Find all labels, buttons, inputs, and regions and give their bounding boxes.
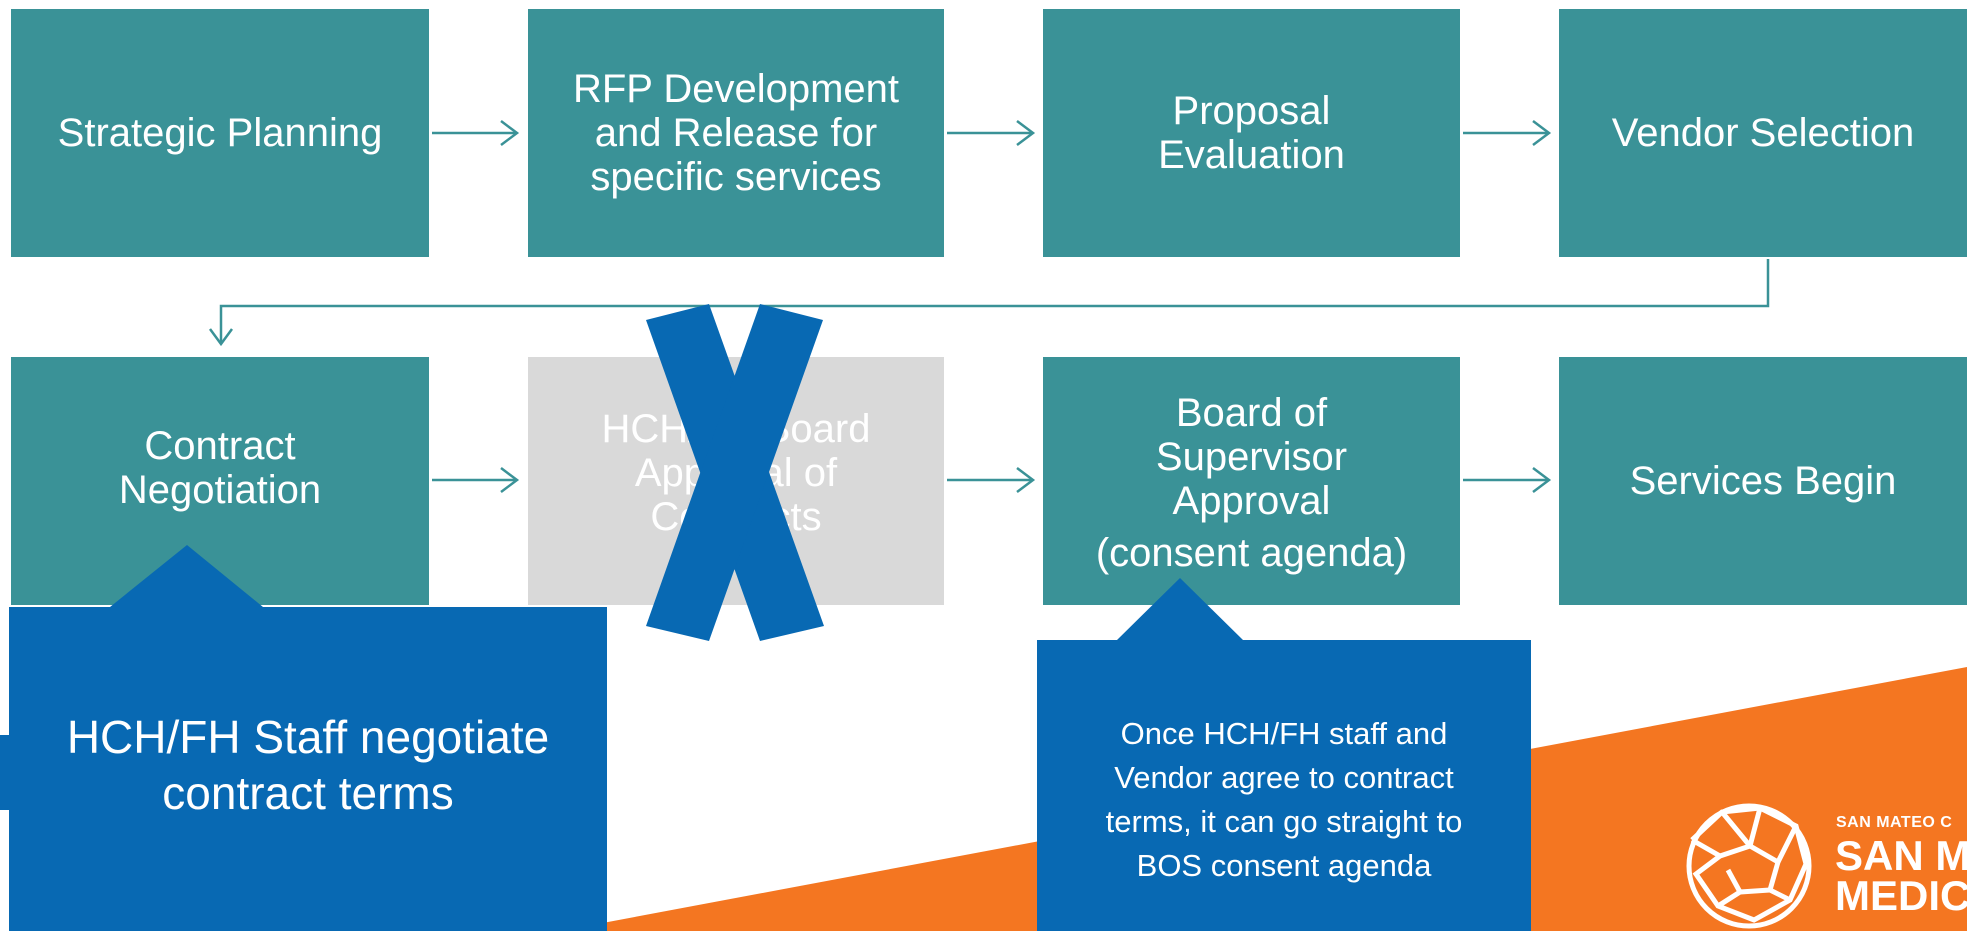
arrow-row-wrap [208, 259, 1770, 347]
step-bos-line3: Approval [1172, 479, 1331, 523]
arrow-6-7 [947, 467, 1036, 493]
step-services-begin-label: Services Begin [1629, 459, 1897, 503]
step-contract-negotiation: Contract Negotiation [11, 357, 429, 605]
logo-line2: SAN M [1835, 832, 1967, 879]
arrow-1-2 [432, 120, 520, 146]
arrow-5-6 [432, 467, 520, 493]
arrow-7-8 [1463, 467, 1552, 493]
step-services-begin: Services Begin [1559, 357, 1967, 605]
step-rfp-line1: RFP Development [572, 67, 900, 111]
callout-left-line2: contract terms [162, 767, 454, 819]
logo-line1: SAN MATEO C [1836, 814, 1953, 831]
step-proposal-line2: Evaluation [1158, 133, 1345, 177]
step-rfp-line2: and Release for [594, 111, 878, 155]
callout-left-line1: HCH/FH Staff negotiate [66, 711, 550, 763]
step-strategic-planning-label: Strategic Planning [57, 111, 383, 155]
callout-right-line2: Vendor agree to contract [1114, 760, 1454, 795]
step-contract-line1: Contract [144, 424, 296, 468]
callout-right-shape [1037, 578, 1531, 931]
step-rfp-line3: specific services [590, 155, 882, 199]
callout-right-text: Once HCH/FH staff and Vendor agree to co… [1037, 700, 1531, 900]
logo-line3: MEDIC [1835, 872, 1967, 919]
step-proposal-evaluation: Proposal Evaluation [1043, 9, 1460, 257]
step-vendor-selection-label: Vendor Selection [1611, 111, 1915, 155]
callout-right-line4: BOS consent agenda [1136, 848, 1432, 883]
callout-right-line1: Once HCH/FH staff and [1120, 716, 1448, 751]
callout-left-shape [9, 545, 607, 931]
step-contract-line2: Negotiation [118, 468, 322, 512]
step-vendor-selection: Vendor Selection [1559, 9, 1967, 257]
arrow-3-4 [1463, 120, 1552, 146]
step-proposal-line1: Proposal [1172, 89, 1331, 133]
step-bos-approval: Board of Supervisor Approval (consent ag… [1043, 357, 1460, 605]
callout-left-text: HCH/FH Staff negotiate contract terms [9, 700, 607, 830]
step-bos-line1: Board of [1175, 391, 1328, 435]
step-strategic-planning: Strategic Planning [11, 9, 429, 257]
step-bos-line2: Supervisor [1155, 435, 1348, 479]
arrow-2-3 [947, 120, 1036, 146]
callout-right-line3: terms, it can go straight to [1105, 804, 1463, 839]
step-bos-line4: (consent agenda) [1095, 531, 1408, 575]
step-rfp-development: RFP Development and Release for specific… [528, 9, 944, 257]
